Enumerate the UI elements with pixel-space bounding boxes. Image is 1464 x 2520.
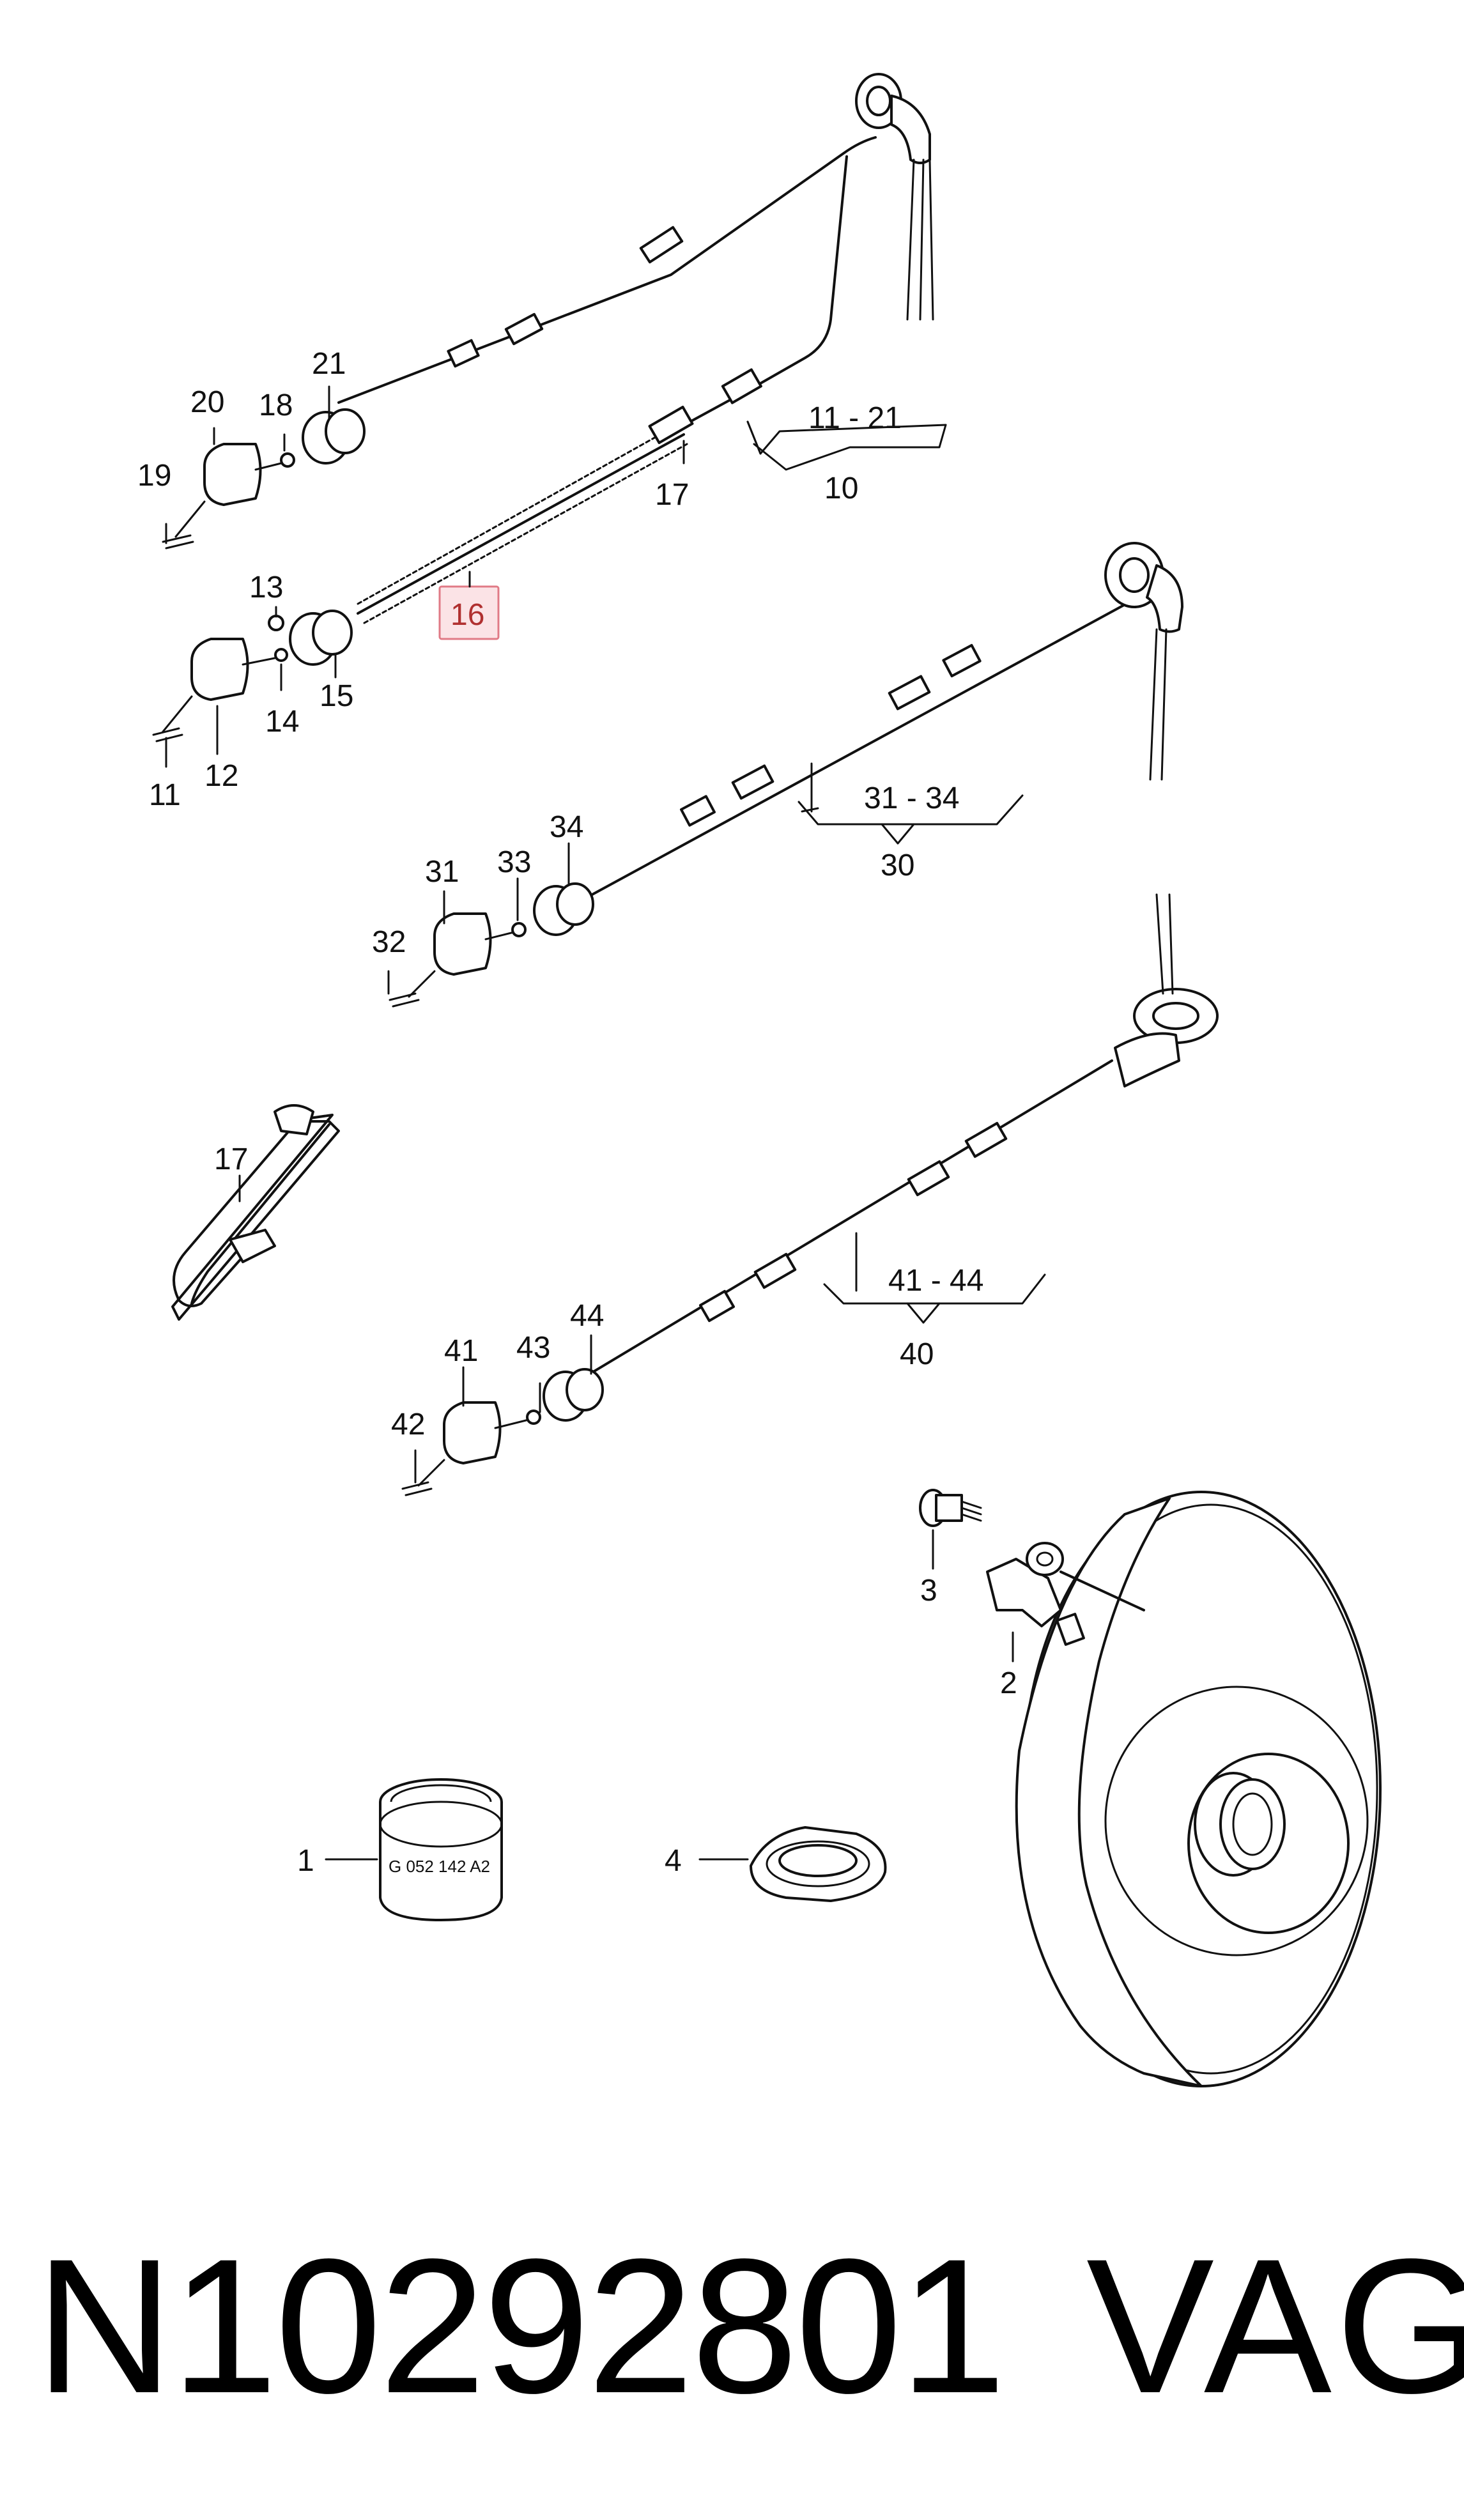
label-21: 21	[312, 347, 346, 381]
sensor-wire-10	[152, 73, 934, 742]
label-42: 42	[391, 1408, 425, 1441]
label-19: 19	[137, 459, 171, 493]
label-40-range: 41 - 44	[888, 1264, 983, 1298]
label-13: 13	[249, 571, 283, 604]
label-43: 43	[516, 1331, 550, 1365]
label-2: 2	[1000, 1666, 1017, 1700]
brand-name: VAG	[1086, 2218, 1464, 2433]
sensor-wire-30	[389, 542, 1183, 1008]
label-18: 18	[259, 388, 293, 422]
sleeve-17-detail	[171, 1104, 340, 1321]
callout-labels: 19 20 18 21 17 11 - 21 10 16 13 15 14 12…	[137, 347, 1017, 1878]
label-20: 20	[190, 385, 224, 419]
leader-lines	[165, 385, 1014, 1861]
bolt-3	[919, 1489, 982, 1527]
label-17b: 17	[214, 1142, 248, 1176]
part-number: N10292801	[35, 2218, 1006, 2433]
label-15: 15	[320, 679, 353, 713]
label-14: 14	[265, 705, 299, 739]
footer: N10292801 VAG	[0, 2198, 1464, 2466]
label-33: 33	[497, 845, 531, 879]
label-41: 41	[444, 1334, 478, 1368]
sensor-wire-40	[401, 893, 1219, 1496]
label-30: 30	[881, 849, 914, 882]
label-11: 11	[149, 778, 181, 812]
label-17a: 17	[655, 478, 689, 512]
label-10-range: 11 - 21	[808, 401, 902, 435]
group-bracket-40	[823, 1232, 1046, 1324]
label-12: 12	[204, 759, 238, 793]
label-4: 4	[665, 1844, 682, 1878]
label-31: 31	[425, 855, 459, 889]
part-4-grommet	[750, 1826, 887, 1902]
group-bracket-30	[797, 762, 1024, 845]
label-44: 44	[570, 1299, 604, 1333]
part-1-stamp: G 052 142 A2	[389, 1857, 490, 1876]
label-1: 1	[297, 1844, 314, 1878]
wheel-speed-sensor-2	[986, 1542, 1145, 1646]
label-10: 10	[824, 472, 858, 505]
label-3: 3	[920, 1574, 937, 1608]
part-1-sleeve	[379, 1778, 503, 1921]
label-30-range: 31 - 34	[864, 781, 959, 815]
label-34: 34	[550, 810, 583, 844]
label-32: 32	[372, 925, 406, 959]
label-40: 40	[900, 1337, 934, 1371]
brake-disc	[1015, 1491, 1382, 2087]
label-16: 16	[451, 598, 484, 632]
